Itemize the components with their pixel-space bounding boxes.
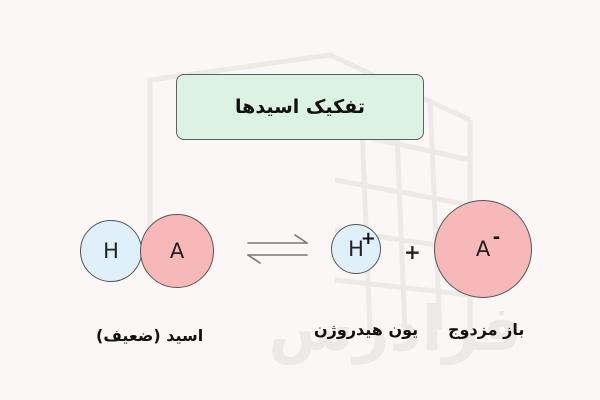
equilibrium-arrows [247,234,308,264]
acid-anion-circle: A [140,214,214,288]
acid-label: اسید (ضعیف) [96,326,204,345]
acid-anion-symbol: A [169,238,185,263]
positive-charge: + [360,227,376,249]
conjugate-base-circle: A - [434,200,532,298]
hydrogen-ion-symbol: H + [348,229,376,261]
conjugate-base-symbol: A - [475,228,500,261]
hydrogen-ion-letter: H [348,236,364,261]
diagram-title: تفکیک اسیدها [235,96,365,118]
hydrogen-ion-circle: H + [331,224,381,274]
acid-hydrogen-symbol: H [103,238,119,263]
hydrogen-ion-label: یون هیدروژن [314,320,419,339]
plus-sign: + [404,240,421,264]
acid-hydrogen-circle: H [80,220,142,282]
conjugate-base-label: باز مزدوج [448,320,525,339]
title-box: تفکیک اسیدها [176,74,424,140]
conjugate-base-letter: A [475,236,491,261]
negative-charge: - [492,226,501,248]
